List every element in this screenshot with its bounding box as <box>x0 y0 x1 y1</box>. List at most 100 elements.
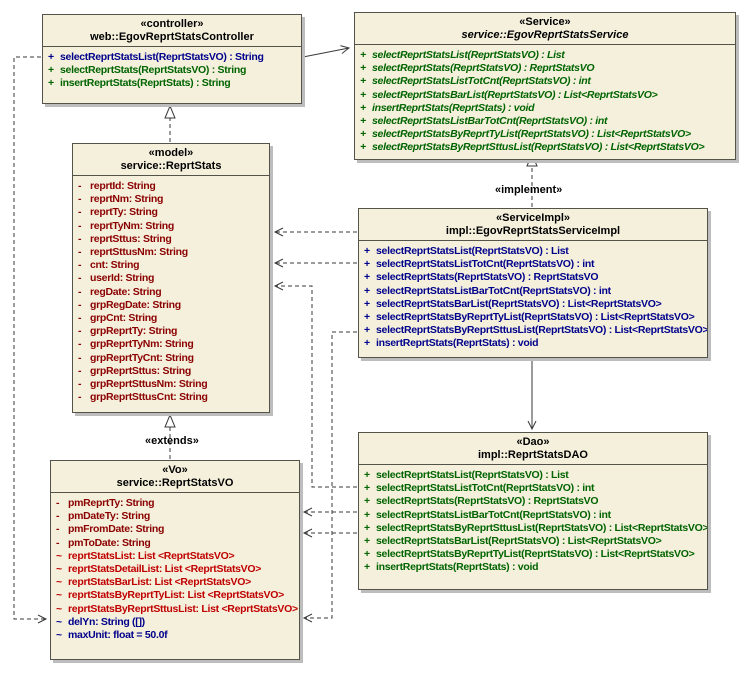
member-visibility: - <box>78 351 82 364</box>
class-member: -grpReprtTyCnt: String <box>78 351 194 364</box>
member-visibility: + <box>360 75 367 88</box>
class-member: -grpReprtTyNm: String <box>78 338 194 351</box>
class-member: +selectReprtStatsListTotCnt(ReprtStatsVO… <box>364 258 595 271</box>
class-member: +selectReprtStats(ReprtStatsVO) : ReprtS… <box>360 62 595 75</box>
member-visibility: + <box>360 62 367 75</box>
member-visibility: ~ <box>56 629 63 642</box>
member-visibility: - <box>78 285 82 298</box>
class-member: -grpCnt: String <box>78 312 157 325</box>
class-member: +selectReprtStatsList(ReprtStatsVO) : Li… <box>360 49 565 61</box>
member-visibility: ~ <box>56 615 63 628</box>
class-member: +selectReprtStatsList(ReprtStatsVO) : Li… <box>364 245 569 257</box>
class-member: +selectReprtStatsByReprtTyList(ReprtStat… <box>360 128 691 141</box>
class-member-list: -reprtId: String-reprtNm: String-reprtTy… <box>73 176 269 408</box>
class-member: -grpReprtSttusNm: String <box>78 378 208 391</box>
member-visibility: + <box>360 49 367 61</box>
class-member: +selectReprtStatsBarList(ReprtStatsVO) :… <box>364 535 662 548</box>
member-visibility: + <box>364 245 371 257</box>
class-member: +selectReprtStatsByReprtSttusList(ReprtS… <box>364 324 708 337</box>
class-member: -userId: String <box>78 272 155 285</box>
class-member: +selectReprtStatsByReprtSttusList(ReprtS… <box>360 141 705 154</box>
member-visibility: + <box>48 64 55 77</box>
class-title: «ServiceImpl» impl::EgovReprtStatsServic… <box>359 209 707 241</box>
class-title: «Service» service::EgovReprtStatsService <box>355 13 735 45</box>
class-member: +selectReprtStatsList(ReprtStatsVO) : St… <box>48 51 264 63</box>
member-visibility: + <box>364 271 371 284</box>
member-visibility: - <box>56 536 60 549</box>
member-visibility: - <box>56 510 60 523</box>
edge-controller-dep-vo <box>13 56 48 624</box>
member-visibility: - <box>56 497 60 509</box>
class-title: «controller» web::EgovReprtStatsControll… <box>43 15 301 47</box>
class-member: +insertReprtStats(ReprtStats) : void <box>364 337 539 350</box>
edge-dao-dep-reprtstats <box>273 281 357 488</box>
class-box-egovreprtstatscontroller: «controller» web::EgovReprtStatsControll… <box>42 14 302 104</box>
member-visibility: + <box>364 337 371 350</box>
member-visibility: + <box>364 284 371 297</box>
edge-label-extends: «extends» <box>145 435 199 447</box>
member-visibility: + <box>364 561 371 574</box>
class-stereotype: «model» <box>148 147 194 159</box>
class-member: ~reprtStatsByReprtSttusList: List <Reprt… <box>56 602 298 615</box>
class-member: ~reprtStatsDetailList: List <ReprtStatsV… <box>56 563 262 576</box>
class-title: «model» service::ReprtStats <box>73 144 269 176</box>
class-box-egovreprtstatsserviceimpl: «ServiceImpl» impl::EgovReprtStatsServic… <box>358 208 708 358</box>
edge-label-implement: «implement» <box>495 184 563 196</box>
class-member: +selectReprtStats(ReprtStatsVO) : String <box>48 64 247 77</box>
member-visibility: + <box>364 495 371 508</box>
class-member: +selectReprtStatsListBarTotCnt(ReprtStat… <box>364 508 611 521</box>
class-member-list: -pmReprtTy: String-pmDateTy: String-pmFr… <box>51 493 299 646</box>
class-member: -grpRegDate: String <box>78 298 181 311</box>
member-visibility: - <box>78 312 82 325</box>
class-member: +selectReprtStats(ReprtStatsVO) : ReprtS… <box>364 271 599 284</box>
class-member: +selectReprtStatsListTotCnt(ReprtStatsVO… <box>360 75 591 88</box>
class-member: -pmDateTy: String <box>56 510 150 523</box>
class-box-egovreprtstatsservice: «Service» service::EgovReprtStatsService… <box>354 12 736 160</box>
class-box-reprtstatsvo: «Vo» service::ReprtStatsVO -pmReprtTy: S… <box>50 460 300 660</box>
member-visibility: - <box>78 325 82 338</box>
member-visibility: ~ <box>56 589 63 602</box>
class-member: -cnt: String <box>78 259 140 272</box>
class-member: -reprtSttusNm: String <box>78 246 188 259</box>
class-name: service::ReprtStatsVO <box>116 477 234 489</box>
class-member: +selectReprtStatsByReprtTyList(ReprtStat… <box>364 548 695 561</box>
member-visibility: - <box>78 259 82 272</box>
member-visibility: + <box>360 101 367 114</box>
class-member: +selectReprtStatsListTotCnt(ReprtStatsVO… <box>364 482 595 495</box>
member-visibility: - <box>78 206 82 219</box>
class-name: service::EgovReprtStatsService <box>461 29 629 41</box>
member-visibility: + <box>48 51 55 63</box>
class-member-list: +selectReprtStatsList(ReprtStatsVO) : St… <box>43 47 301 95</box>
member-visibility: + <box>364 548 371 561</box>
member-visibility: - <box>78 193 82 206</box>
member-visibility: + <box>364 258 371 271</box>
class-name: impl::ReprtStatsDAO <box>477 449 588 461</box>
class-member-list: +selectReprtStatsList(ReprtStatsVO) : Li… <box>355 45 735 159</box>
member-visibility: + <box>364 521 371 534</box>
class-stereotype: «ServiceImpl» <box>496 212 570 224</box>
class-name: service::ReprtStats <box>120 160 222 172</box>
class-member: -pmToDate: String <box>56 536 151 549</box>
class-box-reprtstats: «model» service::ReprtStats -reprtId: St… <box>72 143 270 413</box>
class-name: impl::EgovReprtStatsServiceImpl <box>445 225 621 237</box>
class-member: -pmFromDate: String <box>56 523 165 536</box>
class-member-list: +selectReprtStatsList(ReprtStatsVO) : Li… <box>359 465 707 579</box>
class-member: +selectReprtStatsByReprtTyList(ReprtStat… <box>364 311 695 324</box>
class-member: +selectReprtStatsByReprtSttusList(ReprtS… <box>364 521 708 534</box>
class-member: +selectReprtStatsListBarTotCnt(ReprtStat… <box>360 115 608 128</box>
member-visibility: + <box>364 482 371 495</box>
class-member: ~reprtStatsByReprtTyList: List <ReprtSta… <box>56 589 284 602</box>
member-visibility: + <box>364 508 371 521</box>
class-member: -reprtSttus: String <box>78 232 172 245</box>
edge-serviceimpl-dep-vo <box>302 331 357 623</box>
member-visibility: - <box>78 378 82 391</box>
class-member: -grpReprtSttus: String <box>78 364 192 377</box>
class-member: +selectReprtStatsBarList(ReprtStatsVO) :… <box>364 297 662 310</box>
class-member-list: +selectReprtStatsList(ReprtStatsVO) : Li… <box>359 241 707 355</box>
member-visibility: - <box>78 246 82 259</box>
member-visibility: + <box>364 311 371 324</box>
class-member: -pmReprtTy: String <box>56 497 155 509</box>
member-visibility: - <box>78 391 82 404</box>
member-visibility: + <box>364 469 371 481</box>
member-visibility: - <box>78 272 82 285</box>
